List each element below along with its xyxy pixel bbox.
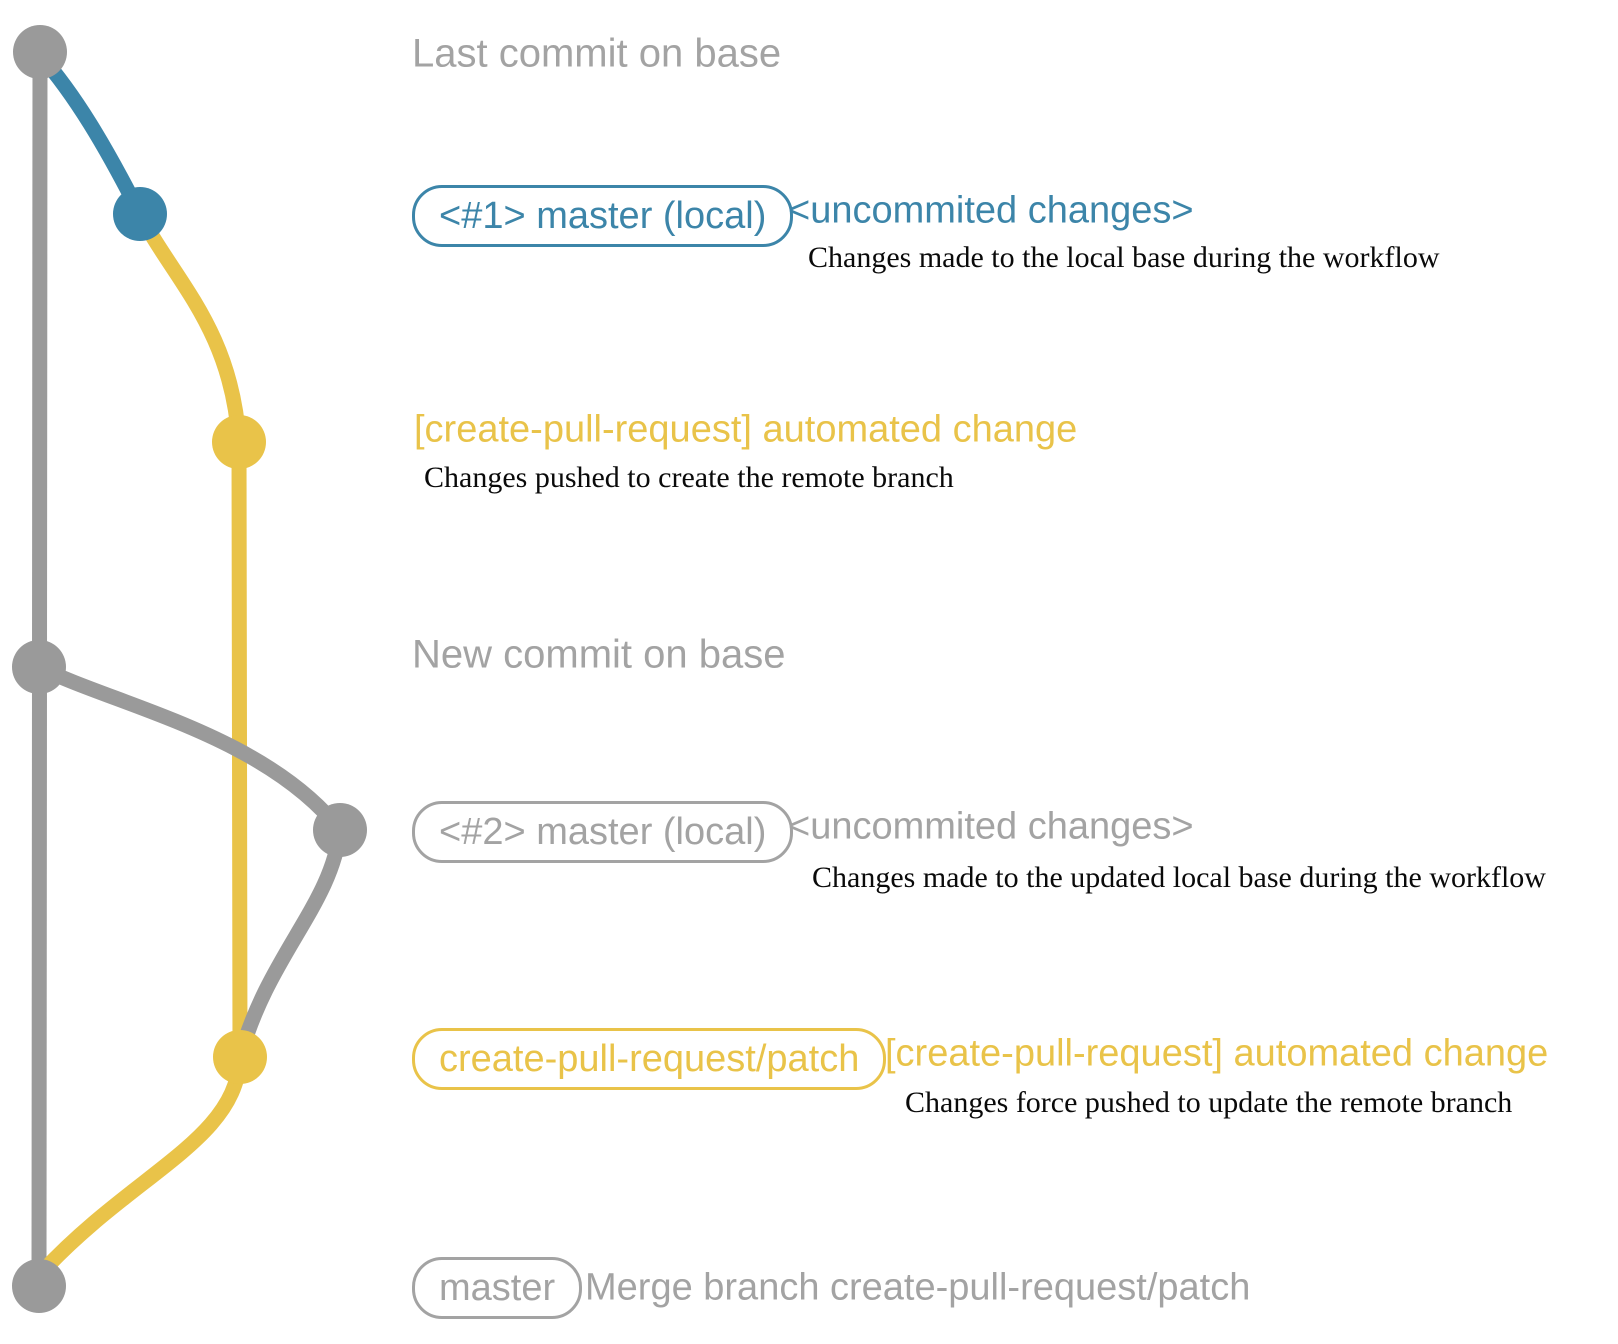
label-automated-change-1: [create-pull-request] automated change — [414, 408, 1078, 451]
label-uncommited-changes-1: <uncommited changes> — [788, 189, 1194, 232]
edge-local-branch-2 — [31, 659, 348, 838]
desc-local-changes-2: Changes made to the updated local base d… — [812, 861, 1546, 894]
commit-dot-new-base — [12, 640, 66, 694]
edge-remote-branch-1 — [132, 206, 247, 450]
commit-dot-local-2 — [313, 803, 367, 857]
label-automated-change-2: [create-pull-request] automated change — [885, 1032, 1549, 1075]
badge-master-local-2: <#2> master (local) — [412, 801, 794, 863]
commit-dot-local-1 — [113, 187, 167, 241]
commit-dot-merge — [12, 1259, 66, 1313]
edge-merge — [34, 1049, 248, 1280]
desc-force-pushed-remote: Changes force pushed to update the remot… — [905, 1086, 1513, 1119]
label-uncommited-changes-2: <uncommited changes> — [788, 805, 1194, 848]
desc-pushed-create-remote: Changes pushed to create the remote bran… — [424, 461, 954, 494]
badge-master: master — [412, 1257, 583, 1319]
badge-master-local-1: <#1> master (local) — [412, 185, 794, 247]
desc-local-changes-1: Changes made to the local base during th… — [808, 241, 1440, 274]
commit-dot-remote-2 — [213, 1030, 267, 1084]
edge-local-2-to-remote — [232, 822, 348, 1065]
label-merge-branch: Merge branch create-pull-request/patch — [585, 1266, 1251, 1309]
commit-dot-remote-1 — [212, 415, 266, 469]
label-last-commit-on-base: Last commit on base — [412, 31, 782, 76]
edge-local-branch-1 — [32, 47, 148, 222]
commit-dot-last-base — [13, 25, 67, 79]
badge-create-pull-request-patch: create-pull-request/patch — [412, 1028, 887, 1090]
label-new-commit-on-base: New commit on base — [412, 632, 786, 677]
